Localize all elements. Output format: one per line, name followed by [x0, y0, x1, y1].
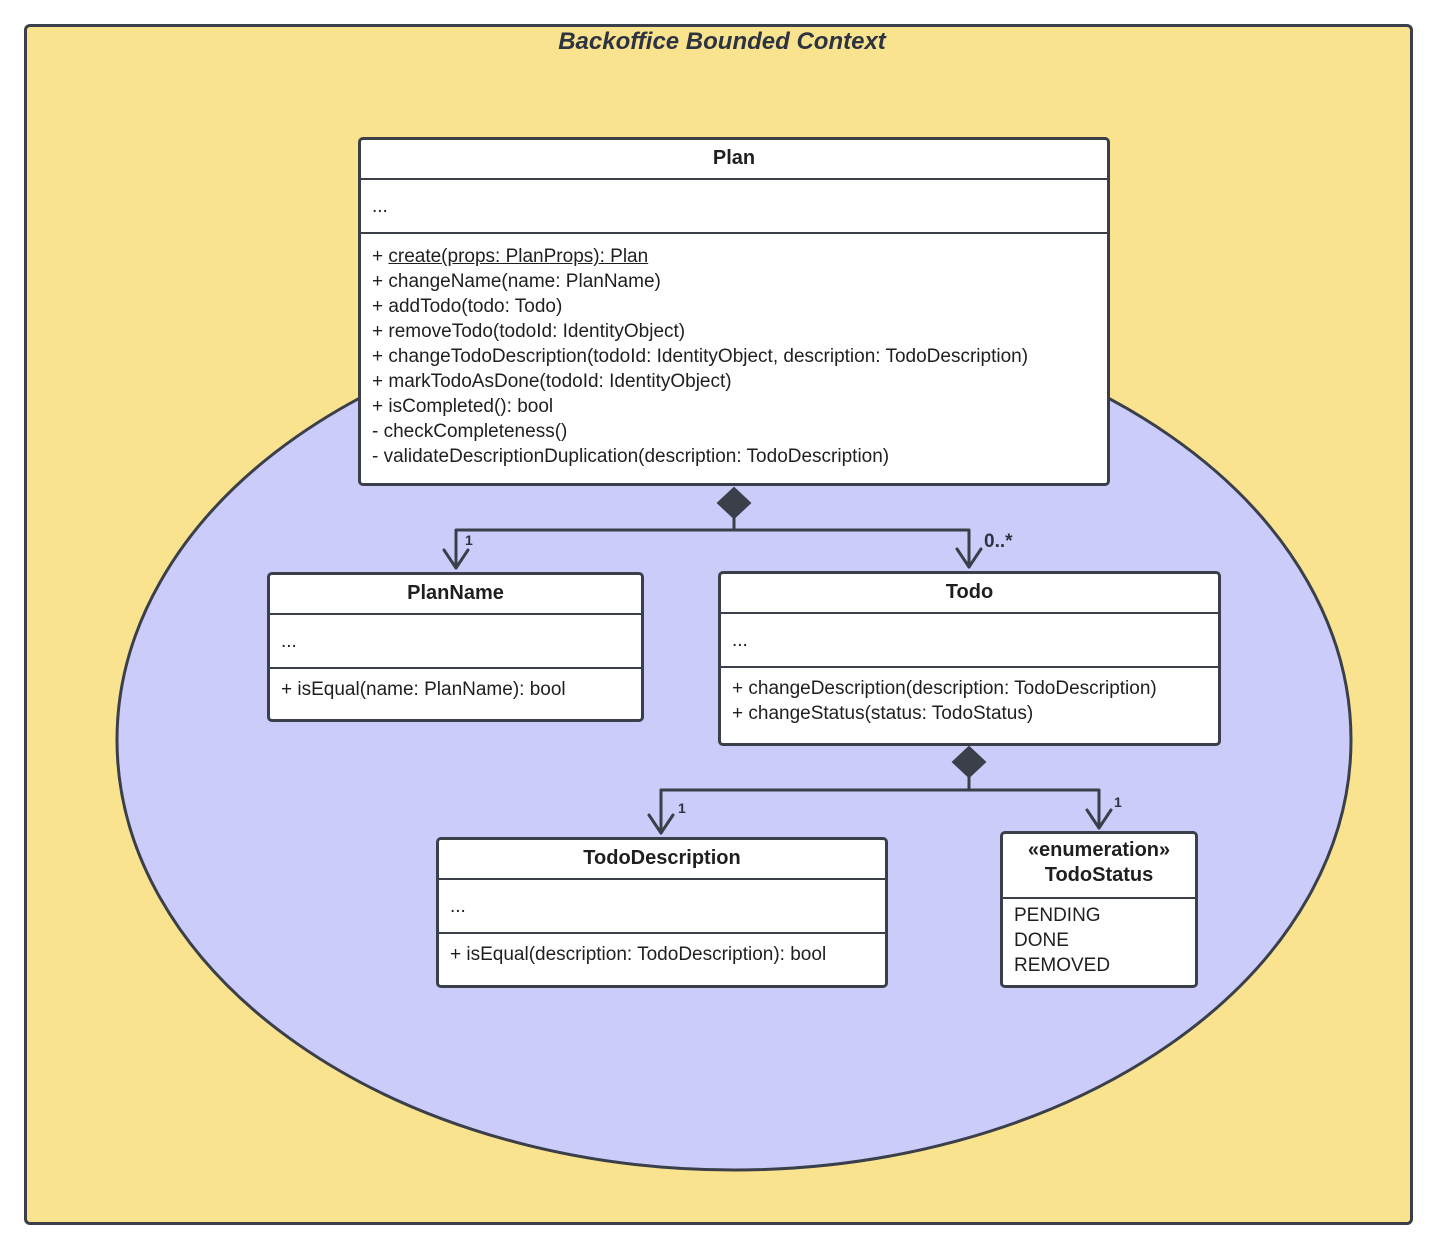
operation-is-equal: + isEqual(description: TodoDescription):…	[450, 944, 827, 965]
multiplicity-status: 1	[1114, 794, 1122, 810]
composition-diamond-todo	[951, 745, 987, 779]
operation-change-todo-description: + changeTodoDescription(todoId: Identity…	[372, 346, 1029, 367]
composition-diamond-plan	[716, 486, 752, 520]
attribute-placeholder: ...	[732, 630, 748, 651]
enum-todo-status[interactable]: «enumeration» TodoStatus PENDING DONE RE…	[1000, 831, 1198, 988]
operation-validate-description-duplication: - validateDescriptionDuplication(descrip…	[372, 446, 890, 467]
static-operation: create(props: PlanProps): Plan	[388, 246, 649, 267]
class-todo-description[interactable]: TodoDescription ... + isEqual(descriptio…	[436, 837, 888, 988]
operation-is-completed: + isCompleted(): bool	[372, 396, 554, 417]
context-title: Backoffice Bounded Context	[558, 28, 886, 55]
class-todo[interactable]: Todo ... + changeDescription(description…	[718, 571, 1221, 746]
attributes-section: ...	[721, 614, 1218, 668]
attributes-section: ...	[439, 880, 885, 934]
arrowhead-todo	[955, 547, 983, 569]
arrowhead-status	[1085, 808, 1113, 830]
operation-change-status: + changeStatus(status: TodoStatus)	[732, 703, 1034, 724]
attribute-placeholder: ...	[450, 896, 466, 917]
multiplicity-planname: 1	[465, 532, 473, 548]
operation-mark-todo-as-done: + markTodoAsDone(todoId: IdentityObject)	[372, 371, 732, 392]
multiplicity-todo: 0..*	[984, 531, 1013, 552]
composition-line-todo-description	[659, 775, 971, 835]
attribute-placeholder: ...	[372, 196, 388, 217]
enum-header: «enumeration» TodoStatus	[1003, 834, 1195, 899]
attribute-placeholder: ...	[281, 631, 297, 652]
composition-line-plan-planname	[454, 516, 736, 570]
arrowhead-description	[647, 813, 675, 835]
operations-section: + create(props: PlanProps): Plan + chang…	[361, 234, 1107, 469]
arrowhead-planname	[442, 548, 470, 570]
multiplicity-description: 1	[678, 800, 686, 816]
class-name: PlanName	[270, 575, 641, 615]
operation-add-todo: + addTodo(todo: Todo)	[372, 296, 563, 317]
class-plan-name[interactable]: PlanName ... + isEqual(name: PlanName): …	[267, 572, 644, 722]
composition-line-todo-status	[967, 788, 1101, 830]
class-plan[interactable]: Plan ... + create(props: PlanProps): Pla…	[358, 137, 1110, 486]
class-name: Plan	[361, 140, 1107, 180]
class-name: TodoDescription	[439, 840, 885, 880]
operation-change-name: + changeName(name: PlanName)	[372, 271, 661, 292]
class-name: Todo	[721, 574, 1218, 614]
stereotype-label: «enumeration»	[1027, 839, 1171, 861]
enum-literal: REMOVED	[1014, 955, 1111, 976]
operations-section: + changeDescription(description: TodoDes…	[721, 668, 1218, 726]
class-name: TodoStatus	[1044, 864, 1154, 886]
operations-section: + isEqual(description: TodoDescription):…	[439, 934, 885, 967]
operations-section: + isEqual(name: PlanName): bool	[270, 669, 641, 702]
composition-line-plan-todo	[732, 528, 971, 569]
enum-literal: PENDING	[1014, 905, 1101, 926]
enum-literals: PENDING DONE REMOVED	[1003, 899, 1195, 978]
operation-is-equal: + isEqual(name: PlanName): bool	[281, 679, 566, 700]
operation-remove-todo: + removeTodo(todoId: IdentityObject)	[372, 321, 686, 342]
operation-change-description: + changeDescription(description: TodoDes…	[732, 678, 1157, 699]
attributes-section: ...	[270, 615, 641, 669]
operation-check-completeness: - checkCompleteness()	[372, 421, 568, 442]
operation-create: + create(props: PlanProps): Plan	[372, 246, 649, 267]
attributes-section: ...	[361, 180, 1107, 234]
enum-literal: DONE	[1014, 930, 1069, 951]
